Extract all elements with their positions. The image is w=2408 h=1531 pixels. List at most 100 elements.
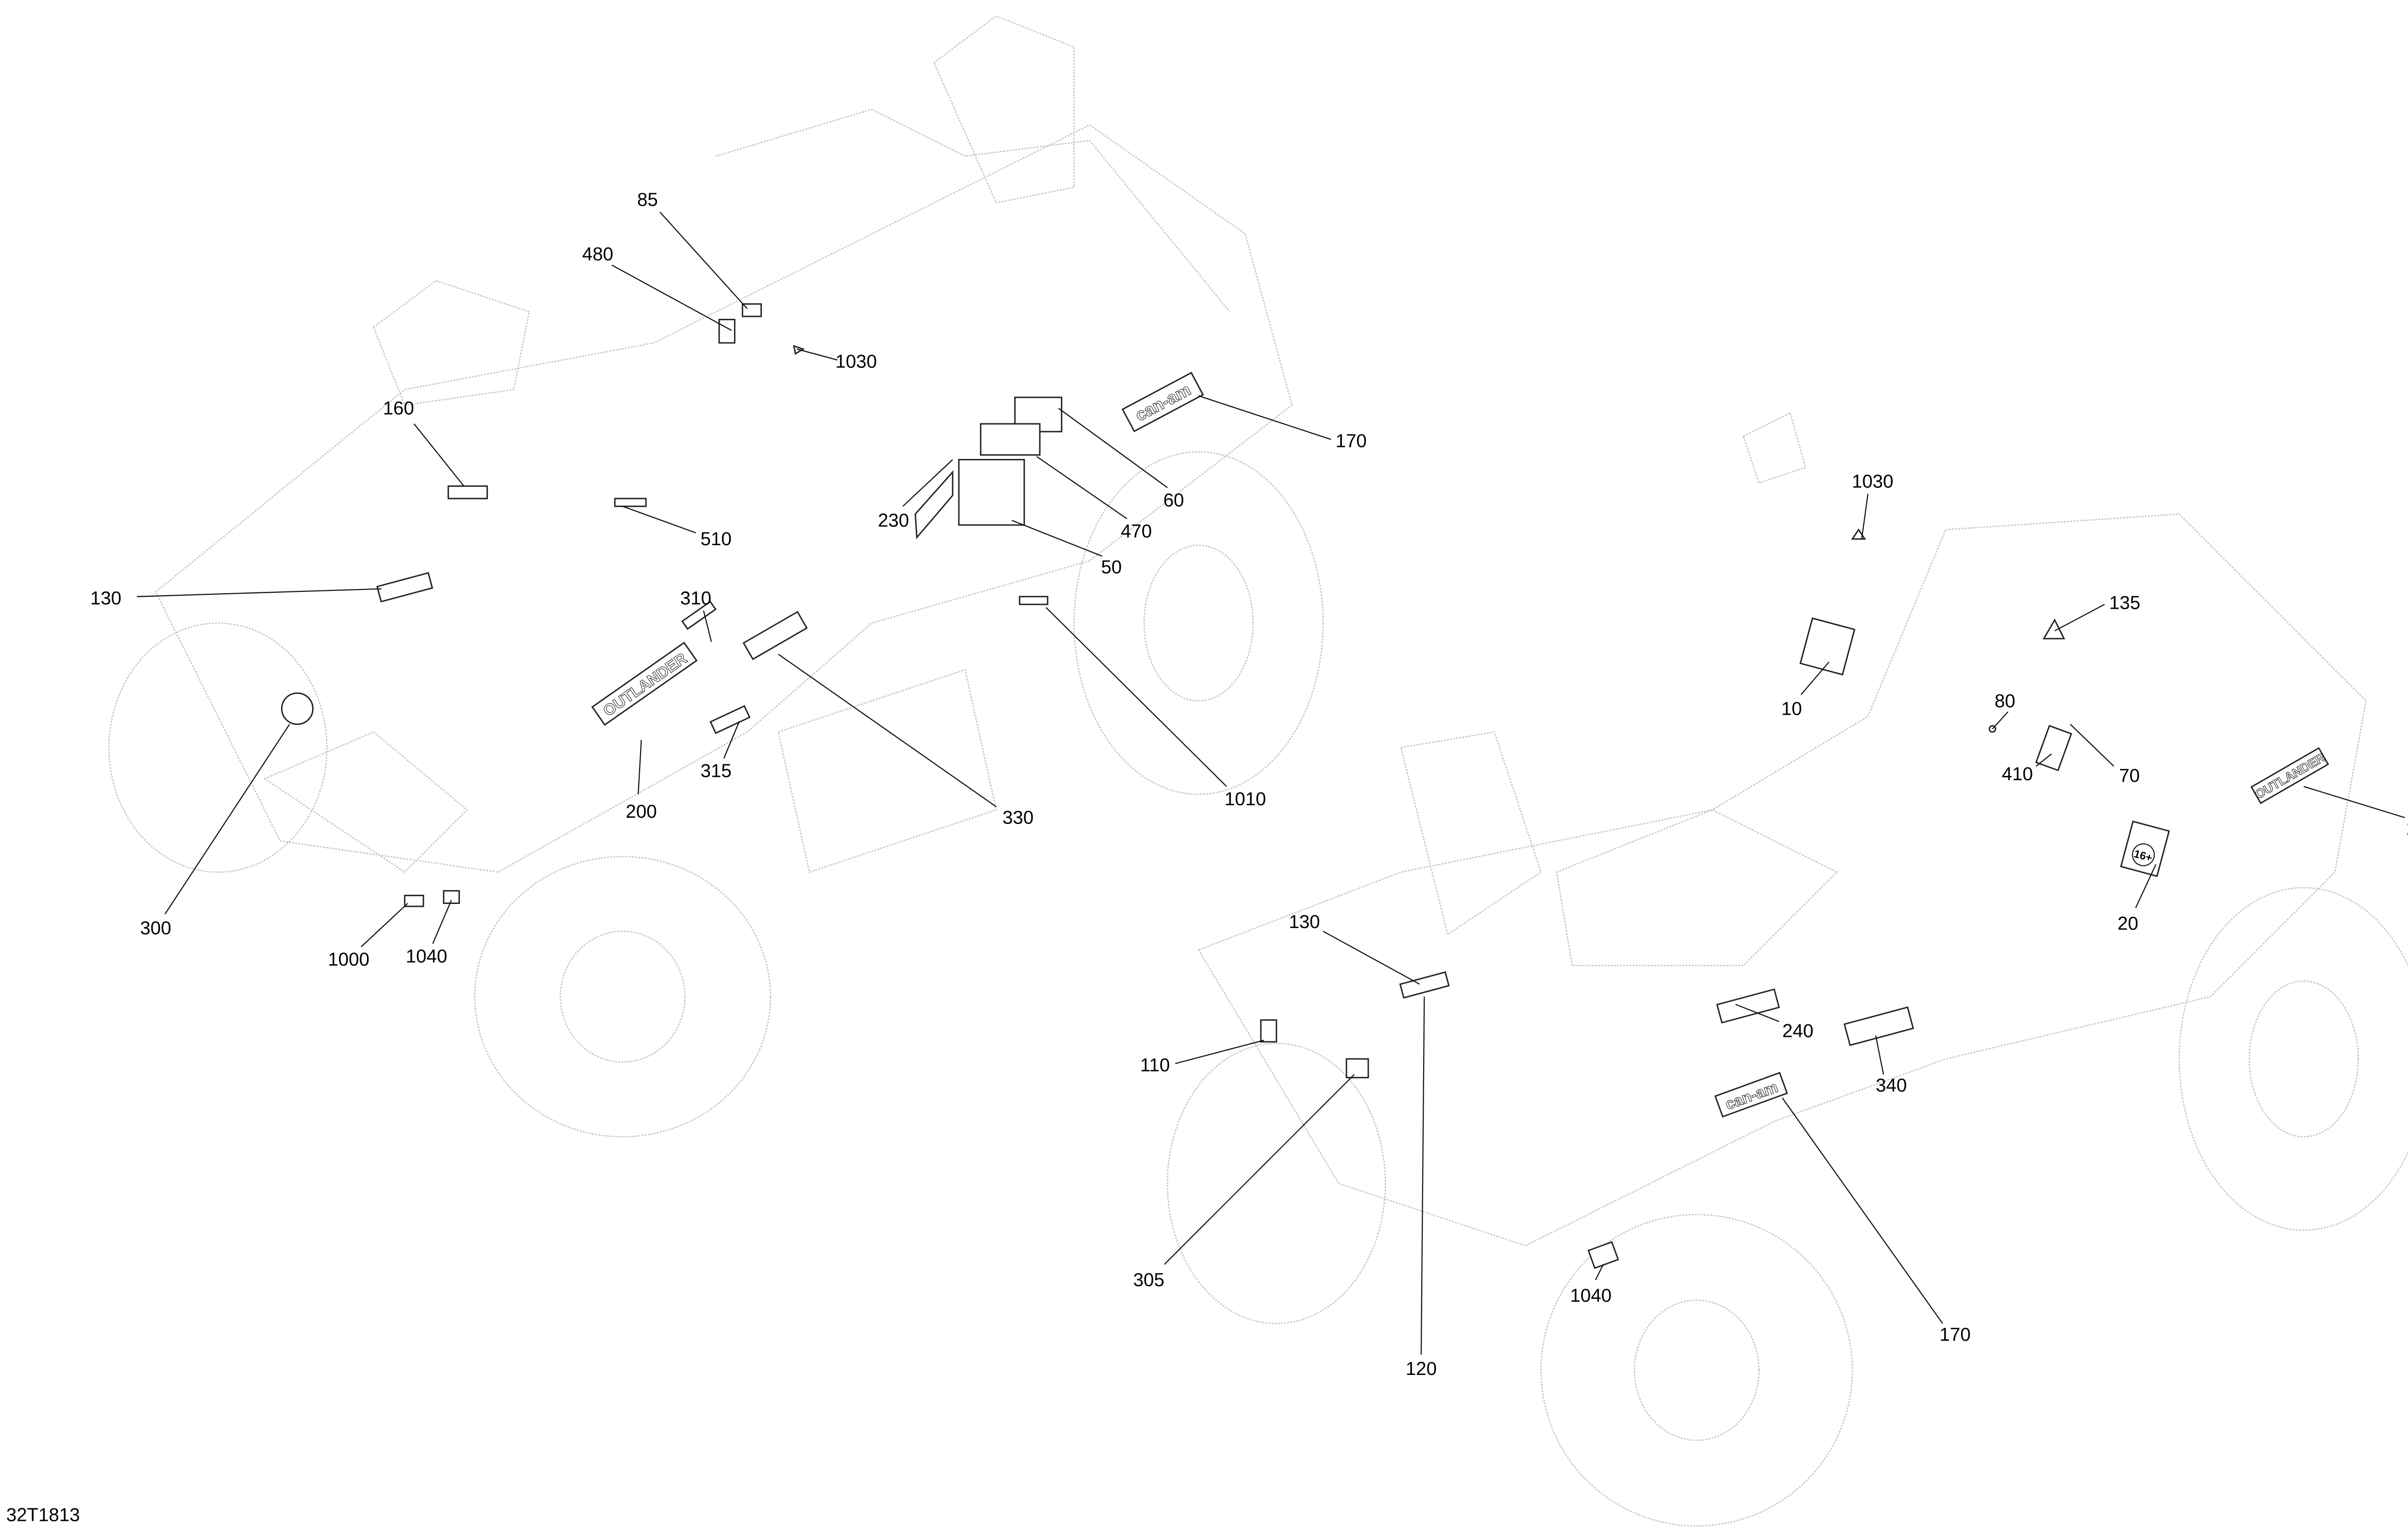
- callout-right-view-200: 200: [2303, 786, 2408, 839]
- callout-label: 315: [700, 761, 732, 782]
- decal-10: [1799, 617, 1856, 676]
- callout-left-view-300: 300: [140, 724, 290, 939]
- decal-50: [958, 458, 1025, 526]
- decal-160: [447, 485, 488, 499]
- leader-line: [2054, 603, 2105, 631]
- callout-left-view-310: 310: [680, 588, 712, 642]
- leader-line: [1735, 1004, 1780, 1022]
- callout-left-view-60: 60: [1058, 407, 1184, 510]
- leader-line: [902, 459, 953, 507]
- callout-left-view-170: 170: [1198, 395, 1367, 452]
- callout-right-view-110: 110: [1140, 1039, 1264, 1076]
- callout-label: 60: [1163, 490, 1184, 510]
- leader-line: [1322, 930, 1420, 985]
- callout-label: 310: [680, 588, 711, 609]
- drawing-code: 32T1813: [6, 1505, 80, 1526]
- callout-label: 135: [2109, 593, 2141, 614]
- callout-label: 470: [1121, 521, 1152, 542]
- callout-label: 305: [1133, 1270, 1165, 1291]
- decal-310: [681, 601, 717, 630]
- callout-right-view-240: 240: [1735, 1004, 1814, 1042]
- decal-200-left-text: OUTLANDER: [600, 649, 690, 720]
- leader-line: [2069, 724, 2115, 767]
- callout-label: 70: [2119, 765, 2140, 786]
- callout-right-view-1030: 1030: [1852, 471, 1893, 539]
- callout-label: 240: [1782, 1021, 1814, 1042]
- callout-label: 510: [700, 529, 732, 550]
- callout-left-view-330: 330: [778, 654, 1034, 828]
- leader-line: [1058, 407, 1168, 488]
- callout-left-view-85: 85: [637, 190, 748, 309]
- leader-line: [1781, 1097, 1943, 1324]
- callout-right-view-340: 340: [1875, 1035, 1907, 1096]
- callout-left-view-1040: 1040: [406, 900, 452, 967]
- decal-305: [1346, 1058, 1369, 1078]
- leader-line: [1046, 607, 1227, 787]
- decal-130-right: [1399, 971, 1450, 999]
- callout-right-view-135: 135: [2054, 593, 2141, 631]
- callout-right-view-1040: 1040: [1570, 1264, 1611, 1306]
- decal-315: [709, 705, 751, 734]
- decal-1010: [1019, 596, 1048, 605]
- callout-left-view-510: 510: [622, 506, 732, 550]
- callout-left-view-480: 480: [582, 244, 732, 331]
- callout-left-view-1030: 1030: [797, 348, 877, 372]
- callout-label: 1030: [836, 352, 877, 372]
- leader-line: [1595, 1264, 1604, 1281]
- callout-right-view-130: 130: [1289, 912, 1420, 985]
- leader-line: [723, 720, 740, 759]
- callout-label: 200: [2407, 818, 2408, 839]
- leader-line: [778, 654, 997, 808]
- callout-right-view-120: 120: [1406, 996, 1437, 1379]
- leader-line: [1875, 1035, 1885, 1075]
- callout-label: 1040: [1570, 1285, 1611, 1306]
- callout-left-view-470: 470: [1036, 456, 1152, 542]
- callout-left-view-50: 50: [1011, 520, 1122, 577]
- callout-label: 410: [2002, 764, 2033, 785]
- callout-label: 1010: [1225, 789, 1266, 810]
- decal-340: [1843, 1006, 1914, 1047]
- callout-label: 1000: [328, 949, 369, 970]
- decal-470: [980, 423, 1041, 456]
- decal-135: [2042, 618, 2066, 640]
- decal-330: [742, 611, 808, 660]
- callout-left-view-230: 230: [878, 459, 953, 531]
- callout-label: 85: [637, 190, 658, 210]
- decal-170-left: [1121, 372, 1204, 432]
- decal-200-right-text: OUTLANDER: [2253, 751, 2328, 802]
- decal-230: [915, 470, 954, 539]
- callout-left-view-200: 200: [626, 740, 657, 822]
- callout-label: 20: [2118, 913, 2138, 934]
- callout-right-view-20: 20: [2118, 864, 2157, 934]
- callout-left-view-1000: 1000: [328, 903, 408, 970]
- callout-label: 50: [1101, 557, 1122, 577]
- callout-left-view-130: 130: [90, 588, 381, 609]
- callout-label: 110: [1140, 1055, 1170, 1076]
- decal-1040-right: [1587, 1241, 1619, 1269]
- callout-right-view-70: 70: [2069, 724, 2140, 786]
- left-atv-outline: [108, 15, 1324, 1138]
- decal-300: [281, 692, 314, 725]
- right-atv-outline: [1166, 412, 2408, 1527]
- callout-label: 10: [1781, 698, 1802, 719]
- callout-right-view-305: 305: [1133, 1074, 1355, 1291]
- decal-130-left: [376, 572, 433, 603]
- decal-110: [1260, 1019, 1277, 1043]
- leader-line: [413, 423, 465, 487]
- leader-line: [137, 588, 381, 597]
- decal-510: [614, 497, 647, 507]
- callout-label: 480: [582, 244, 614, 265]
- leader-line: [1800, 661, 1830, 695]
- leader-line: [1164, 1074, 1355, 1265]
- callout-label: 230: [878, 510, 909, 531]
- leader-line: [703, 610, 712, 642]
- callout-label: 120: [1406, 1359, 1437, 1379]
- leader-line: [1861, 494, 1869, 539]
- leader-line: [1198, 395, 1331, 440]
- leader-line: [1175, 1039, 1264, 1064]
- callout-label: 340: [1876, 1075, 1907, 1096]
- callout-right-view-410: 410: [2002, 753, 2052, 785]
- leader-line: [1011, 520, 1102, 557]
- callout-label: 160: [383, 398, 414, 419]
